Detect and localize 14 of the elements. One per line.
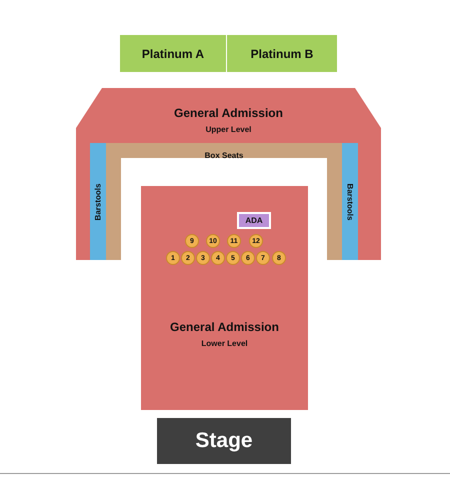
section-label: Box Seats	[204, 152, 244, 161]
seating-section	[90, 143, 106, 260]
stage: Stage	[157, 418, 291, 464]
section-label: Barstools	[94, 183, 102, 220]
floor-section	[141, 186, 308, 410]
section-label: General Admission	[170, 321, 279, 334]
seating-section: Platinum B	[227, 35, 337, 72]
seating-section: Platinum A	[120, 35, 226, 72]
section-label: Barstools	[346, 183, 354, 220]
seating-section	[342, 143, 358, 260]
section-label: Lower Level	[201, 340, 248, 349]
section-label: Upper Level	[206, 126, 252, 135]
seating-section: ADA	[237, 212, 271, 229]
section-label: General Admission	[174, 107, 283, 120]
